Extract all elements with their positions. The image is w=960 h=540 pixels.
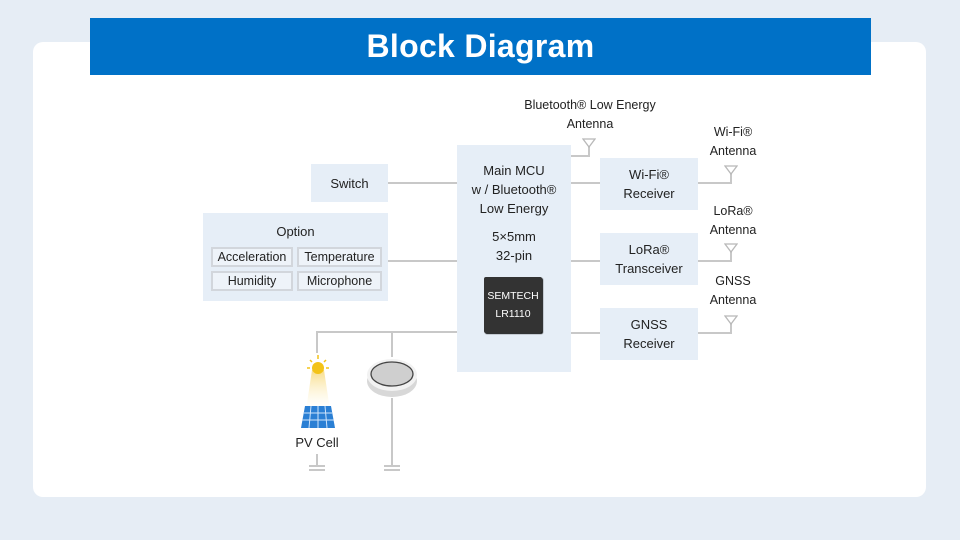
option-temperature: Temperature	[297, 247, 382, 267]
switch-block: Switch	[311, 164, 388, 202]
lora-antenna-label-line2: Antenna	[709, 223, 757, 237]
lora-transceiver-block: LoRa® Transceiver	[600, 233, 698, 285]
mcu-pin-count: 32-pin	[495, 248, 533, 263]
lora-antenna-icon	[724, 243, 738, 253]
gnss-receiver-block: GNSS Receiver	[600, 308, 698, 360]
wifi-rx-connector	[571, 182, 601, 184]
option-title: Option	[276, 224, 315, 239]
ble-antenna-label-line2: Antenna	[566, 117, 614, 131]
chip-vendor: SEMTECH	[487, 290, 539, 302]
main-mcu-block: Main MCU w / Bluetooth® Low Energy 5×5mm…	[457, 145, 571, 372]
ble-antenna-label: Bluetooth® Low Energy Antenna	[510, 96, 670, 134]
option-acceleration: Acceleration	[211, 247, 293, 267]
mcu-line1: Main MCU	[483, 163, 545, 178]
wifi-antenna-label-line2: Antenna	[709, 144, 757, 158]
ble-antenna-line-v	[588, 146, 590, 157]
gnss-antenna-label: GNSS Antenna	[698, 272, 768, 310]
wifi-antenna-label-line1: Wi-Fi®	[713, 125, 753, 139]
lora-antenna-line-h	[698, 260, 732, 262]
pv-cell-label: PV Cell	[295, 435, 339, 450]
ble-antenna-label-line1: Bluetooth® Low Energy	[524, 98, 656, 112]
pv-drop	[316, 331, 318, 353]
solar-panel-icon	[301, 405, 335, 429]
coin-cell-battery-icon	[367, 359, 417, 397]
lr1110-chip: SEMTECH LR1110	[484, 277, 542, 333]
wifi-antenna-line-h	[698, 182, 732, 184]
mcu-line3: Low Energy	[479, 201, 549, 216]
gnss-antenna-line-h	[698, 332, 732, 334]
mcu-package-size: 5×5mm	[492, 229, 536, 244]
lora-antenna-line-v	[730, 251, 732, 262]
lora-transceiver-line1: LoRa®	[628, 242, 670, 257]
wifi-antenna-label: Wi-Fi® Antenna	[698, 123, 768, 161]
option-microphone: Microphone	[297, 271, 382, 291]
wifi-antenna-icon	[724, 165, 738, 175]
gnss-antenna-label-line1: GNSS	[715, 274, 751, 288]
battery-drop	[391, 331, 393, 357]
option-connector	[388, 260, 458, 262]
power-bus-horizontal	[316, 331, 458, 333]
battery-ground-icon	[384, 465, 400, 471]
pv-ground-line	[316, 454, 318, 466]
switch-connector	[388, 182, 458, 184]
gnss-antenna-label-line2: Antenna	[709, 293, 757, 307]
lora-transceiver-line2: Transceiver	[615, 261, 683, 276]
ble-antenna-icon	[582, 138, 596, 148]
battery-ground-line	[391, 398, 393, 466]
wifi-receiver-line2: Receiver	[623, 186, 675, 201]
lora-antenna-label: LoRa® Antenna	[698, 202, 768, 240]
sun-icon	[306, 355, 330, 410]
mcu-line2: w / Bluetooth®	[471, 182, 557, 197]
lora-antenna-label-line1: LoRa®	[713, 204, 753, 218]
gnss-antenna-icon	[724, 315, 738, 325]
gnss-rx-connector	[571, 332, 601, 334]
wifi-receiver-line1: Wi-Fi®	[629, 167, 669, 182]
ble-antenna-line-h	[571, 155, 590, 157]
switch-label: Switch	[330, 175, 369, 191]
gnss-receiver-line2: Receiver	[623, 336, 675, 351]
gnss-antenna-line-v	[730, 323, 732, 334]
option-humidity: Humidity	[211, 271, 293, 291]
lora-rx-connector	[571, 260, 601, 262]
wifi-receiver-block: Wi-Fi® Receiver	[600, 158, 698, 210]
gnss-receiver-line1: GNSS	[630, 317, 668, 332]
pv-ground-icon	[309, 465, 325, 471]
page-title: Block Diagram	[90, 18, 871, 75]
wifi-antenna-line-v	[730, 173, 732, 184]
chip-model: LR1110	[495, 308, 531, 320]
